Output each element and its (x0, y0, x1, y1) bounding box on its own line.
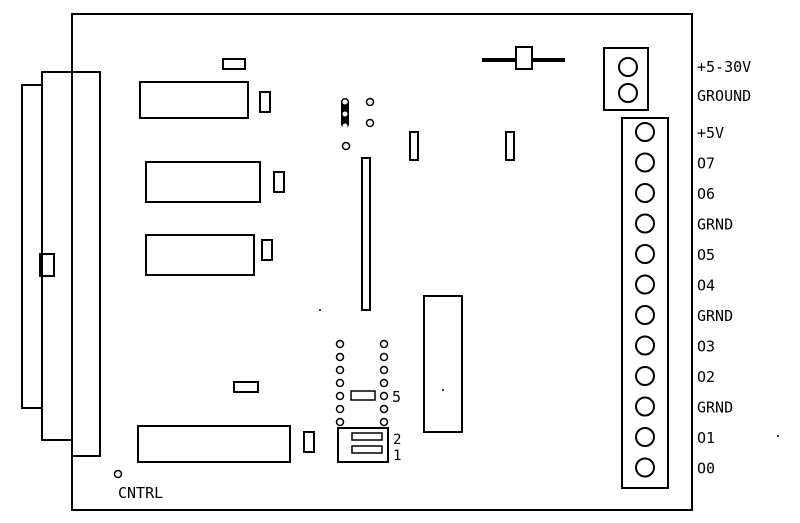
io-terminal-11 (635, 457, 655, 478)
cntrl-label: CNTRL (118, 484, 163, 502)
io-label-5: O4 (697, 277, 715, 295)
io-terminal-1 (635, 152, 655, 173)
io-terminal-5 (635, 274, 655, 295)
power-terminal-block (603, 47, 649, 111)
io-terminal-7 (635, 335, 655, 356)
cntrl-hole (113, 469, 123, 479)
chip-2 (145, 161, 261, 203)
dip-switch (337, 427, 389, 463)
power-terminal-1 (618, 57, 638, 77)
jumper-5 (350, 390, 376, 401)
io-terminal-9 (635, 396, 655, 417)
io-terminal-10 (635, 427, 655, 447)
cap-1 (259, 91, 271, 113)
dip-socket (335, 339, 389, 427)
io-terminal-0 (635, 122, 655, 142)
io-label-6: GRND (697, 307, 733, 325)
io-label-3: GRND (697, 216, 733, 234)
cap-5 (409, 131, 419, 161)
large-ic (423, 295, 463, 433)
connector-tab (39, 253, 55, 277)
cap-2 (273, 171, 285, 193)
edge-connector (21, 71, 101, 457)
io-terminal-6 (635, 305, 655, 325)
power-label-1: +5-30V (697, 58, 751, 76)
power-label-2: GROUND (697, 87, 751, 105)
board-outline (71, 13, 693, 511)
io-label-8: O2 (697, 368, 715, 386)
io-label-11: O0 (697, 460, 715, 478)
io-label-9: GRND (697, 399, 733, 417)
jumper-label: 5 (392, 388, 401, 406)
chip-4 (137, 425, 291, 463)
via (341, 141, 351, 151)
io-label-7: O3 (697, 338, 715, 356)
regulator (515, 46, 533, 70)
via (365, 118, 375, 128)
chip-3 (145, 234, 255, 276)
cap-3 (261, 239, 273, 261)
io-terminal-2 (635, 183, 655, 203)
chip-1 (139, 81, 249, 119)
io-label-4: O5 (697, 246, 715, 264)
header-strip (361, 157, 371, 311)
io-label-1: O7 (697, 155, 715, 173)
small-component-2 (233, 381, 259, 393)
io-label-0: +5V (697, 124, 724, 142)
cap-6 (505, 131, 515, 161)
io-terminal-3 (635, 213, 655, 234)
via (365, 97, 375, 107)
dip-label-1: 1 (393, 448, 401, 464)
io-terminal-8 (635, 366, 655, 386)
power-terminal-2 (618, 83, 638, 103)
io-label-2: O6 (697, 185, 715, 203)
io-terminal-4 (635, 244, 655, 264)
dip-label-2: 2 (393, 432, 401, 448)
io-label-10: O1 (697, 429, 715, 447)
io-terminal-block (621, 117, 669, 489)
small-component-1 (222, 58, 246, 70)
cap-4 (303, 431, 315, 453)
